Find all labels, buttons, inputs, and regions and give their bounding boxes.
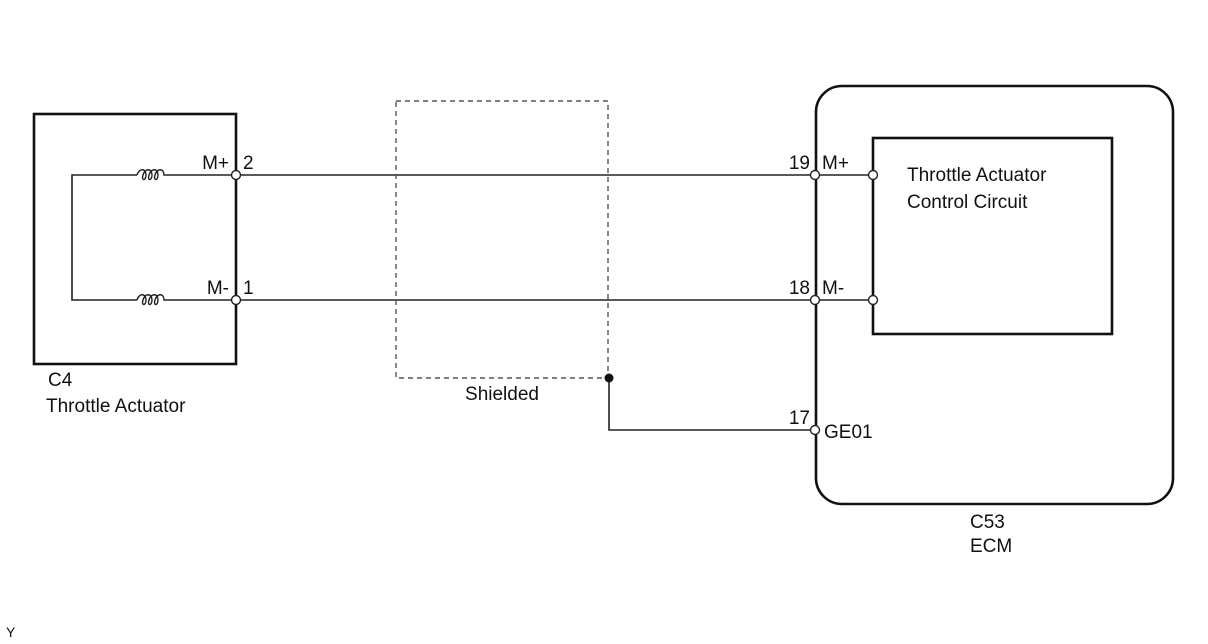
ecm-name: ECM [970,536,1012,557]
ecm-pin-mplus-number: 19 [789,153,810,174]
ecm-pin-mminus-label: M- [822,278,844,299]
terminal-circuit-mminus [867,294,879,306]
ecm-pin-ground-number: 17 [789,408,810,429]
actuator-pin-mminus-number: 1 [243,278,254,299]
ecm-connector-code: C53 [970,512,1005,533]
coil-icon [136,294,167,306]
terminal-circuit-mplus [867,169,879,181]
actuator-pin-mplus-number: 2 [243,153,254,174]
shield-junction-dot [604,373,614,383]
ecm-pin-ground-label: GE01 [824,422,873,443]
actuator-pin-mplus-label: M+ [202,153,229,174]
terminal-ecm-mplus [809,169,821,181]
shield-label: Shielded [465,384,539,405]
throttle-actuator-box [32,112,238,366]
control-circuit-title-line1: Throttle Actuator [907,165,1047,186]
terminal-ecm-mminus [809,294,821,306]
control-circuit-box [871,136,1114,336]
actuator-name: Throttle Actuator [46,396,186,417]
ecm-pin-mminus-number: 18 [789,278,810,299]
control-circuit-title-line2: Control Circuit [907,192,1028,213]
actuator-pin-mminus-label: M- [207,278,229,299]
terminal-actuator-mminus [230,294,242,306]
actuator-connector-code: C4 [48,370,73,391]
ecm-pin-mplus-label: M+ [822,153,849,174]
shield-outline [395,100,609,379]
figure-code: Y [6,624,16,640]
coil-icon [136,169,167,181]
shield-ground-wire [608,378,815,431]
terminal-actuator-mplus [230,169,242,181]
terminal-ecm-ground [809,424,821,436]
actuator-internal-wire [71,174,137,301]
